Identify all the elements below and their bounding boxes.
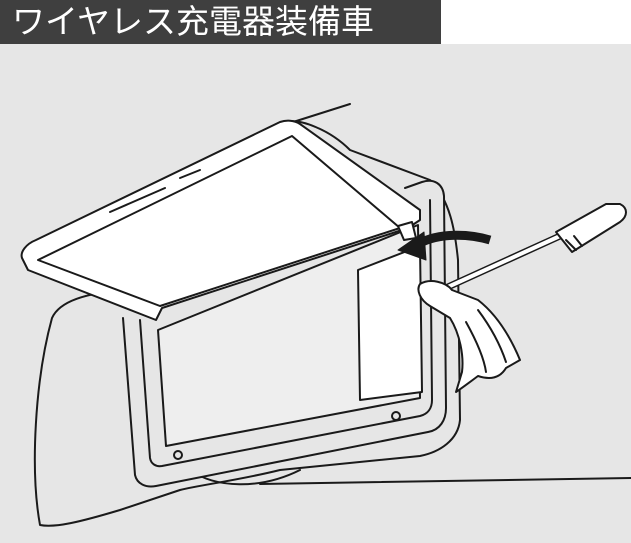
headliner-edge-top	[289, 103, 351, 124]
mirror-cover-lid	[20, 119, 421, 321]
headliner-edge-right	[259, 477, 631, 485]
mirror-clip-right	[391, 411, 401, 421]
charger-pad	[357, 245, 423, 401]
mirror-glass	[157, 224, 421, 447]
screwdriver-icon	[424, 203, 627, 300]
lid-top-notch	[179, 169, 201, 179]
section-header: ワイヤレス充電器装備車	[0, 0, 441, 44]
visor-diagram	[20, 103, 631, 527]
lid-hinge-slot	[109, 187, 166, 213]
section-title: ワイヤレス充電器装備車	[12, 2, 375, 41]
instruction-illustration	[0, 44, 631, 543]
mirror-clip-left	[173, 450, 183, 460]
curved-arrow-icon	[397, 230, 492, 261]
mirror-frame-inner	[139, 199, 433, 468]
cloth-icon	[417, 280, 521, 393]
